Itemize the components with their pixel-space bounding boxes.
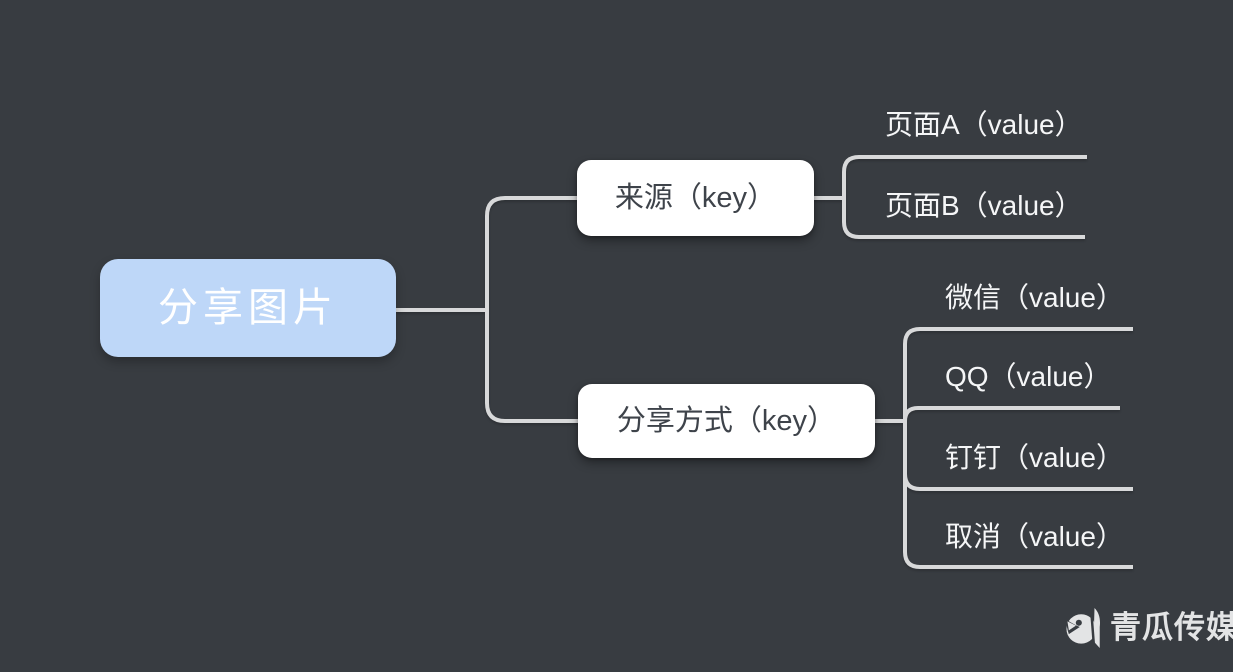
connector-root-to-share <box>485 310 578 423</box>
connector-share-to-cancel <box>903 421 1133 569</box>
connector-share-to-wechat <box>903 327 1133 421</box>
connector-root-to-source <box>485 196 577 310</box>
connector-share-to-qq <box>903 406 1120 422</box>
value-node-dingtalk[interactable]: 钉钉（value） <box>945 442 1124 473</box>
brand-name: 青瓜传媒 <box>1110 610 1233 645</box>
root-node-share-image[interactable]: 分享图片 <box>100 259 396 357</box>
connector-source-to-page-b <box>842 198 1085 239</box>
brand-logo-icon <box>1066 608 1101 648</box>
connector-source-to-page-a <box>842 155 1087 198</box>
value-node-cancel[interactable]: 取消（value） <box>945 521 1124 552</box>
value-node-page-a[interactable]: 页面A（value） <box>885 109 1083 140</box>
value-node-page-b[interactable]: 页面B（value） <box>885 190 1083 221</box>
key-node-source[interactable]: 来源（key） <box>577 160 814 236</box>
brand-watermark: 青瓜传媒 <box>1066 606 1233 650</box>
value-node-wechat[interactable]: 微信（value） <box>945 282 1124 313</box>
key-node-share-method[interactable]: 分享方式（key） <box>578 384 875 458</box>
value-node-qq[interactable]: QQ（value） <box>945 361 1112 392</box>
